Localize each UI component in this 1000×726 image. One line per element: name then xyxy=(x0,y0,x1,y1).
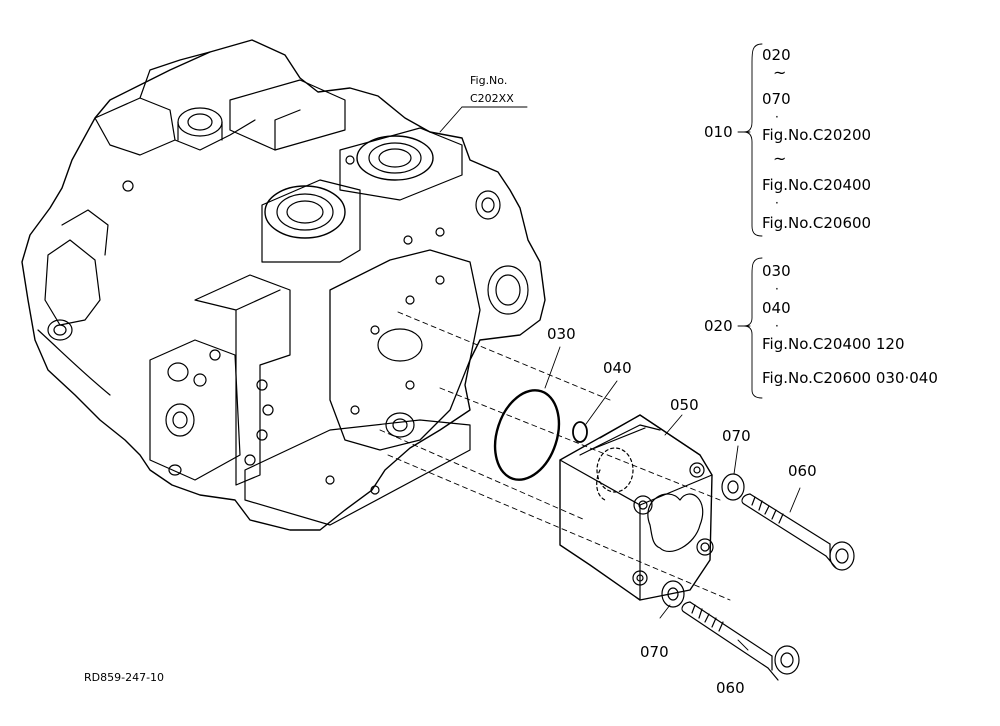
legend-010-item: Fig.No.C20600 xyxy=(762,214,872,232)
legend-020-item: Fig.No.C20600 030·040 xyxy=(762,369,938,387)
legend-010-item: · xyxy=(775,196,779,210)
washer-070-upper xyxy=(721,473,745,501)
callout-050: 050 xyxy=(670,396,699,414)
legend-020-item: · xyxy=(775,319,779,333)
callout-040: 040 xyxy=(603,359,632,377)
assembly-centerlines xyxy=(379,311,731,601)
fig-ref-line1: Fig.No. xyxy=(470,74,508,87)
legend-010-item: ~ xyxy=(773,63,787,82)
callout-060-lower: 060 xyxy=(716,679,745,697)
legend-010-item: Fig.No.C20400 xyxy=(762,176,872,194)
legend-010-item: Fig.No.C20200 xyxy=(762,126,872,144)
o-ring-040 xyxy=(572,421,588,443)
fig-ref-line2: C202XX xyxy=(470,92,514,105)
legend-010-item: 070 xyxy=(762,90,791,108)
callout-070-upper: 070 xyxy=(722,427,751,445)
transmission-housing xyxy=(21,39,546,531)
legend-020-item: 040 xyxy=(762,299,791,317)
legend-010-item: ~ xyxy=(773,149,787,168)
legend-020-item: Fig.No.C20400 120 xyxy=(762,335,905,353)
pump-assembly-050 xyxy=(559,414,714,601)
callout-020: 020 xyxy=(704,317,733,335)
washer-070-lower xyxy=(661,580,685,608)
o-ring-030 xyxy=(493,389,561,481)
callout-030: 030 xyxy=(547,325,576,343)
bolt-060-lower xyxy=(681,601,800,681)
callout-010: 010 xyxy=(704,123,733,141)
callout-070-lower: 070 xyxy=(640,643,669,661)
legend-010-item: · xyxy=(775,110,779,124)
legend-020-item: 030 xyxy=(762,262,791,280)
leader-lines xyxy=(439,43,801,651)
legend-020-item: · xyxy=(775,282,779,296)
legend-010-item: 020 xyxy=(762,46,791,64)
callout-060-upper: 060 xyxy=(788,462,817,480)
drawing-code: RD859-247-10 xyxy=(84,671,165,684)
bolt-060-upper xyxy=(741,493,855,571)
